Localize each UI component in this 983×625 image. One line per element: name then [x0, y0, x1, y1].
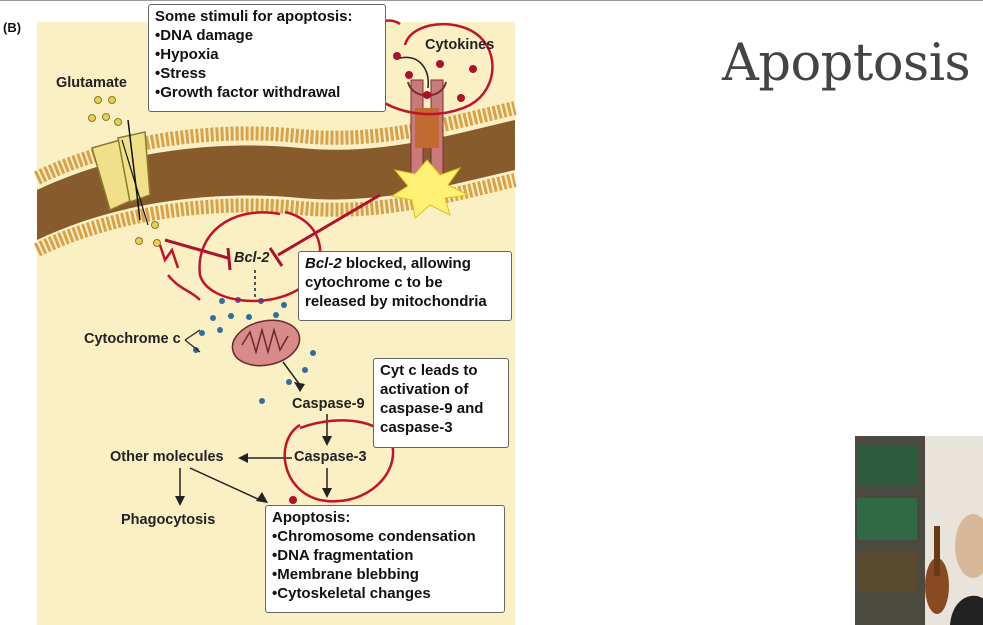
caspase3-label: Caspase-3	[294, 449, 367, 465]
phagocytosis-label: Phagocytosis	[121, 512, 216, 528]
activation-burst	[390, 159, 470, 219]
caspase9-label: Caspase-9	[292, 396, 365, 412]
apoptosis-heading: Apoptosis:	[272, 509, 351, 526]
bcl2-italic: Bcl-2	[305, 255, 342, 272]
stimulus-item: DNA damage	[155, 26, 379, 45]
cytc-explanation-box: Cyt c leads to activation of caspase-9 a…	[373, 358, 509, 448]
presenter-webcam	[855, 436, 983, 625]
glutamate-label: Glutamate	[56, 75, 127, 91]
cytokine-receptor	[407, 79, 447, 181]
stimuli-box: Some stimuli for apoptosis: DNA damage H…	[148, 4, 386, 112]
stimulus-item: Hypoxia	[155, 45, 379, 64]
presenter-video-icon	[855, 436, 983, 625]
mitochondrion	[231, 319, 301, 367]
bcl2-explanation-box: Bcl-2 blocked, allowing cytochrome c to …	[298, 251, 512, 321]
apoptosis-item: DNA fragmentation	[272, 546, 498, 565]
annotation-dot	[289, 496, 297, 504]
apoptosis-item: Membrane blebbing	[272, 565, 498, 584]
cytokine-binding-arrow	[399, 56, 429, 89]
top-divider	[0, 0, 983, 1]
panel-letter: (B)	[3, 20, 22, 35]
stimulus-item: Stress	[155, 64, 379, 83]
stimuli-heading: Some stimuli for apoptosis:	[155, 8, 353, 25]
cytochrome-c-label: Cytochrome c	[84, 331, 181, 347]
apoptosis-item: Cytoskeletal changes	[272, 584, 498, 603]
bcl2-explanation-text: blocked, allowing cytochrome c to be rel…	[305, 255, 487, 310]
bcl2-label: Bcl-2	[234, 250, 270, 266]
stimulus-item: Growth factor withdrawal	[155, 83, 379, 102]
glutamate-dots	[88, 96, 161, 247]
cytokine-dots	[393, 52, 477, 102]
other-molecules-label: Other molecules	[110, 449, 224, 465]
cytokines-label: Cytokines	[425, 37, 495, 53]
apoptosis-effects-box: Apoptosis: Chromosome condensation DNA f…	[265, 505, 505, 613]
slide-title: Apoptosis	[722, 34, 971, 93]
glutamate-channel	[91, 119, 151, 226]
cytc-explanation-text: Cyt c leads to activation of caspase-9 a…	[380, 362, 484, 436]
apoptosis-item: Chromosome condensation	[272, 527, 498, 546]
